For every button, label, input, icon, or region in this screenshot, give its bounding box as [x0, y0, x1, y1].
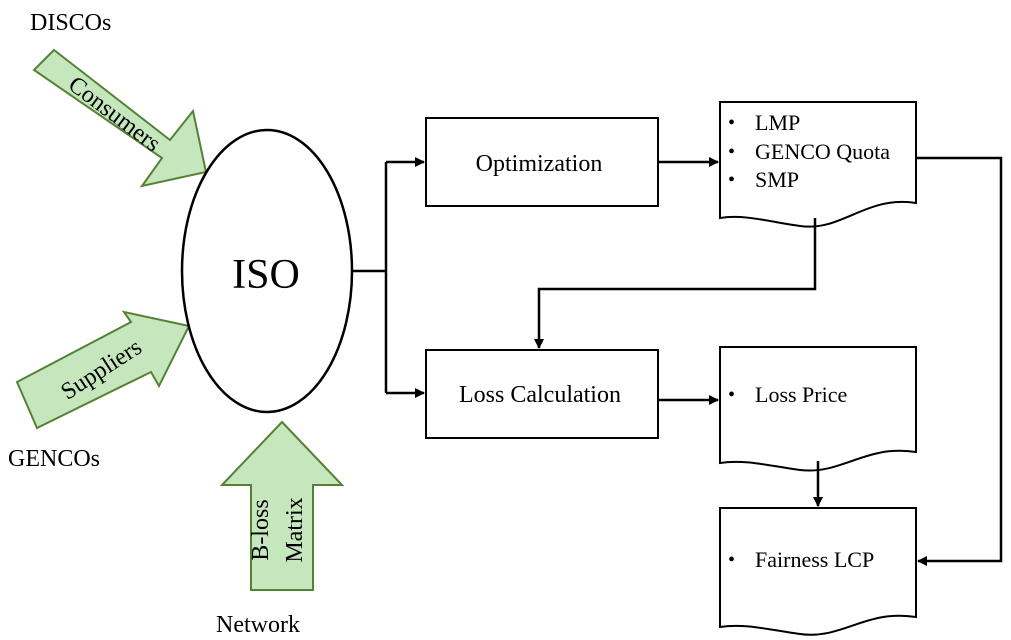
- suppliers-arrow: Suppliers: [15, 310, 191, 430]
- bloss-matrix-arrow: B-loss Matrix: [219, 420, 345, 591]
- loss-calculation-label: Loss Calculation: [459, 382, 621, 408]
- result-item-lmp: LMP: [755, 110, 800, 135]
- loss-price-doc: • Loss Price: [719, 346, 917, 472]
- iso-node: ISO: [180, 128, 354, 414]
- result-item-genco-quota: GENCO Quota: [755, 139, 890, 164]
- network-label: Network: [216, 612, 300, 638]
- feedback-connectors: [534, 156, 1003, 566]
- loss-calculation-box: Loss Calculation: [425, 349, 659, 439]
- loss-price-item: Loss Price: [755, 382, 847, 407]
- iso-label: ISO: [232, 252, 300, 298]
- bloss-label-line2: Matrix: [282, 497, 308, 562]
- result-item-smp: SMP: [755, 167, 799, 192]
- arrow-results-to-losscalc: [534, 218, 817, 349]
- consumers-arrow: Consumers: [32, 48, 208, 188]
- consumers-label: Consumers: [63, 72, 165, 158]
- iso-connectors: [352, 157, 425, 398]
- bullet: •: [728, 112, 735, 134]
- gencos-label: GENCOs: [8, 446, 100, 472]
- optimization-box: Optimization: [425, 117, 659, 207]
- fairness-lcp-doc: • Fairness LCP: [719, 507, 917, 636]
- process-to-output-arrows: [658, 157, 719, 405]
- bullet: •: [728, 549, 735, 571]
- arrow-results-to-fairness: [916, 156, 1003, 566]
- discos-label: DISCOs: [30, 10, 111, 36]
- bullet: •: [728, 141, 735, 163]
- fairness-lcp-item: Fairness LCP: [755, 547, 874, 572]
- bullet: •: [728, 384, 735, 406]
- optimization-label: Optimization: [476, 151, 603, 177]
- optimization-results-doc: • LMP • GENCO Quota • SMP: [719, 101, 917, 228]
- bullet: •: [728, 169, 735, 191]
- bloss-label-line1: B-loss: [248, 499, 274, 560]
